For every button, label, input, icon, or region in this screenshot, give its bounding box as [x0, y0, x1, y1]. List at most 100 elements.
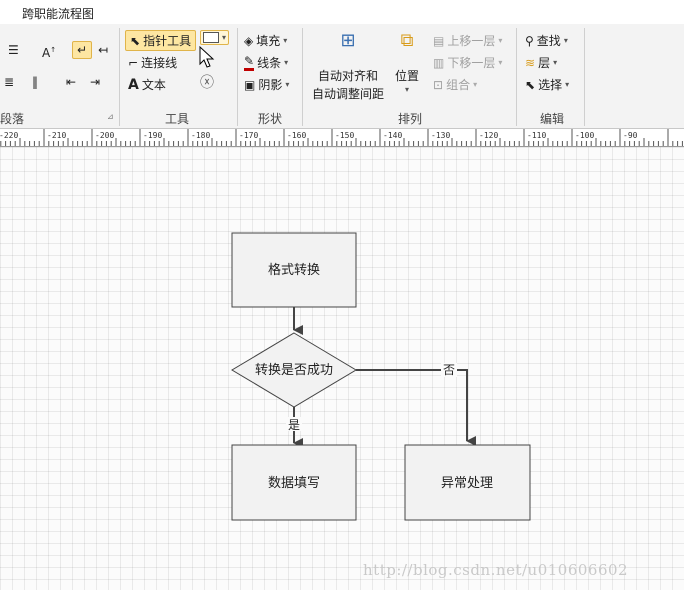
rtl-button[interactable]: ↤: [98, 43, 108, 57]
chevron-down-icon: ▾: [404, 85, 409, 94]
pointer-icon: ⬉: [130, 33, 141, 48]
text-tool-button[interactable]: A 文本: [128, 76, 166, 93]
edge-label-yes: 是: [288, 418, 300, 432]
group-button[interactable]: ⊡ 组合 ▾: [433, 76, 477, 93]
text-direction-button[interactable]: ↵: [72, 41, 93, 59]
select-arrow-icon: ⬉: [525, 77, 536, 92]
tab-bar: 跨职能流程图: [0, 0, 684, 24]
ruler-label: -220: [0, 131, 18, 140]
flowchart: 格式转换 转换是否成功 是 否 数据填写 异常处理: [231, 232, 531, 521]
ruler-label: -100: [575, 131, 594, 140]
flow-edge-no[interactable]: [356, 369, 476, 446]
decrease-indent-button[interactable]: ⇤: [66, 75, 76, 89]
group-icon: ⊡: [433, 77, 444, 92]
edge-label-bg: [441, 363, 457, 377]
position-label: 位置: [394, 69, 419, 83]
position-icon: ⧉: [400, 30, 414, 51]
document-tab[interactable]: 跨职能流程图: [22, 7, 95, 21]
layer-label: 层: [538, 56, 551, 70]
group-label-arrange: 排列: [398, 112, 423, 126]
connection-point-button[interactable]: ⓧ: [200, 76, 214, 90]
process-node[interactable]: 异常处理: [404, 444, 531, 521]
ruler-label: -90: [623, 131, 638, 140]
connector-label: 连接线: [141, 56, 178, 70]
connection-point-icon: ⓧ: [200, 75, 214, 91]
select-button[interactable]: ⬉ 选择 ▾: [525, 76, 569, 93]
select-label: 选择: [538, 78, 563, 92]
decrease-indent-icon: ⇤: [66, 75, 77, 89]
fill-bucket-icon: ◈: [244, 33, 254, 48]
process-node[interactable]: 数据填写: [231, 444, 357, 521]
bring-forward-button[interactable]: ▤ 上移一层 ▾: [433, 32, 502, 49]
group-label-edit: 编辑: [540, 112, 565, 126]
horizontal-ruler: -220-210-200-190-180-170-160-150-140-130…: [0, 129, 684, 147]
separator: [584, 28, 585, 126]
chevron-down-icon: ▾: [222, 33, 227, 42]
connector-button[interactable]: ⌐ 连接线: [128, 54, 177, 71]
group-label-tools: 工具: [165, 112, 190, 126]
process-node-label: 数据填写: [268, 476, 320, 491]
layers-icon: ≋: [525, 55, 536, 70]
separator: [237, 28, 238, 126]
increase-indent-button[interactable]: ⇥: [90, 75, 100, 89]
chevron-down-icon: ▾: [498, 58, 503, 67]
chevron-down-icon: ▾: [283, 36, 288, 45]
font-size-icon: A↑: [42, 46, 57, 60]
group-label: 组合: [446, 78, 471, 92]
font-size-button[interactable]: A↑: [42, 43, 56, 60]
ruler-scale: -220-210-200-190-180-170-160-150-140-130…: [0, 129, 683, 146]
text-tool-label: 文本: [141, 78, 166, 92]
vertical-align-icon: ‖: [32, 75, 38, 89]
chevron-down-icon: ▾: [285, 80, 290, 89]
send-backward-button[interactable]: ▥ 下移一层 ▾: [433, 54, 502, 71]
vertical-align-button[interactable]: ‖: [32, 75, 38, 89]
fill-button[interactable]: ◈ 填充 ▾: [244, 32, 287, 49]
bullet-list-icon: ☰: [8, 43, 19, 57]
edge-label-bg: [286, 417, 302, 431]
ruler-label: -190: [143, 131, 162, 140]
chevron-down-icon: ▾: [565, 80, 570, 89]
ruler-label: -180: [191, 131, 210, 140]
auto-align-label-2: 自动调整间距: [312, 87, 385, 101]
bullets-button[interactable]: ☰: [8, 43, 19, 57]
auto-align-button[interactable]: ⊞ 自动对齐和 自动调整间距: [312, 30, 384, 102]
auto-align-icon: ⊞: [340, 30, 356, 51]
auto-align-label-1: 自动对齐和: [317, 69, 378, 83]
shadow-button[interactable]: ▣ 阴影 ▾: [244, 76, 289, 93]
chevron-down-icon: ▾: [284, 58, 289, 67]
bring-forward-label: 上移一层: [447, 34, 496, 48]
chevron-down-icon: ▾: [563, 36, 568, 45]
align-justify-button[interactable]: ≣: [4, 75, 14, 89]
rtl-icon: ↤: [98, 43, 109, 57]
increase-indent-icon: ⇥: [90, 75, 101, 89]
line-label: 线条: [257, 56, 282, 70]
ruler-label: -120: [479, 131, 498, 140]
pointer-tool-button[interactable]: ⬉ 指针工具: [125, 30, 197, 51]
justify-icon: ≣: [4, 75, 15, 89]
position-button[interactable]: ⧉ 位置 ▾: [392, 30, 422, 94]
separator: [302, 28, 303, 126]
ruler-label: -130: [431, 131, 450, 140]
ribbon: ☰ A↑ ↵ ↤ ≣ ‖ ⇤ ⇥ 段落 ⊿ ⬉ 指针工具 ▾ ⌐ 连接线 A 文…: [0, 24, 684, 129]
ruler-label: -200: [95, 131, 114, 140]
dialog-launcher-icon[interactable]: ⊿: [107, 112, 114, 121]
drawing-canvas[interactable]: 格式转换 转换是否成功 是 否 数据填写 异常处理: [0, 147, 684, 590]
find-button[interactable]: ⚲ 查找 ▾: [525, 32, 568, 49]
group-label-shape: 形状: [258, 112, 283, 126]
edge-label-no: 否: [443, 363, 455, 377]
separator: [516, 28, 517, 126]
text-a-icon: A: [128, 76, 139, 93]
chevron-down-icon: ▾: [498, 36, 503, 45]
line-button[interactable]: ✎ 线条 ▾: [244, 54, 288, 71]
watermark: http://blog.csdn.net/u010606602: [363, 561, 629, 579]
shadow-icon: ▣: [244, 77, 256, 92]
layer-button[interactable]: ≋ 层 ▾: [525, 54, 557, 71]
decision-node[interactable]: 转换是否成功: [231, 332, 357, 408]
group-label-paragraph: 段落: [0, 112, 25, 126]
process-node-label: 格式转换: [268, 262, 320, 278]
chevron-down-icon: ▾: [553, 58, 558, 67]
ruler-label: -150: [335, 131, 354, 140]
rectangle-tool-dropdown[interactable]: ▾: [200, 30, 230, 45]
decision-node-label: 转换是否成功: [255, 363, 333, 378]
process-node[interactable]: 格式转换: [231, 232, 357, 308]
